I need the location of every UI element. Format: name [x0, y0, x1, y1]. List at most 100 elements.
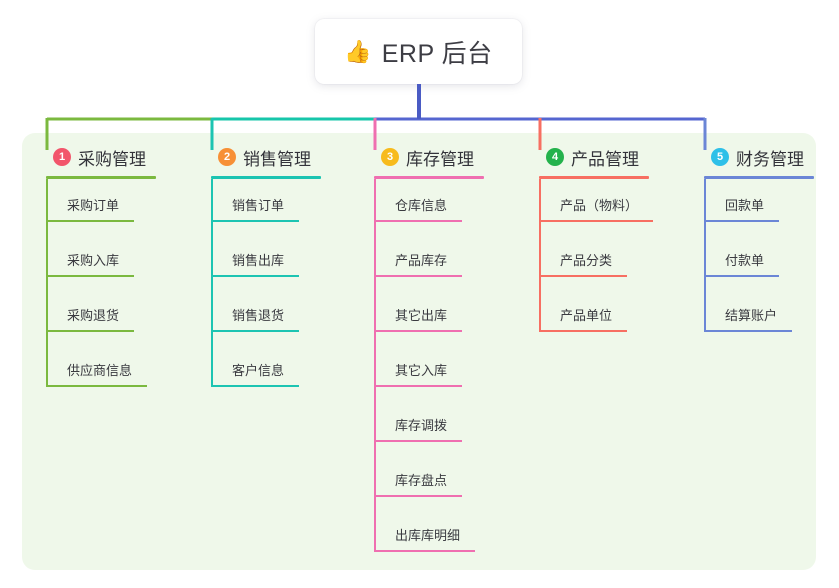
list-item-label: 销售退货	[232, 308, 285, 323]
column-spine-4	[539, 179, 541, 330]
column-spine-1	[46, 179, 48, 385]
thumbs-up-icon: 👍	[344, 38, 372, 64]
column-spine-3	[374, 179, 376, 550]
column-header-1[interactable]: 1 采购管理	[36, 145, 156, 169]
list-item-label: 客户信息	[232, 363, 285, 378]
list-item[interactable]: 采购订单	[36, 179, 156, 234]
list-item-label: 产品单位	[560, 308, 613, 323]
list-item-rule	[211, 330, 299, 332]
list-item[interactable]: 产品（物料）	[529, 179, 653, 234]
column-rule-3	[374, 176, 484, 179]
column-rule-4	[539, 176, 649, 179]
list-item-rule	[46, 275, 134, 277]
root-node-content: 👍 ERP 后台	[344, 34, 492, 70]
column-badge-4: 4	[546, 148, 564, 166]
list-item[interactable]: 销售退货	[201, 289, 321, 344]
list-item[interactable]: 其它入库	[364, 344, 484, 399]
column-header-3[interactable]: 3 库存管理	[364, 145, 484, 169]
column-rule-5	[704, 176, 814, 179]
column-badge-3: 3	[381, 148, 399, 166]
list-item[interactable]: 采购退货	[36, 289, 156, 344]
list-item[interactable]: 其它出库	[364, 289, 484, 344]
list-item-rule	[46, 220, 134, 222]
list-item-label: 销售订单	[232, 198, 285, 213]
list-item-rule	[374, 440, 462, 442]
list-item-label: 其它入库	[395, 363, 448, 378]
list-item-rule	[374, 385, 462, 387]
list-item-label: 回款单	[725, 198, 765, 213]
list-item-rule	[704, 275, 779, 277]
list-item-label: 产品（物料）	[560, 198, 639, 213]
list-item-rule	[374, 550, 475, 552]
column-title-1: 采购管理	[78, 149, 146, 169]
list-item[interactable]: 回款单	[694, 179, 814, 234]
list-item-label: 出库库明细	[395, 528, 461, 543]
list-item-rule	[374, 220, 462, 222]
column-2: 2 销售管理销售订单销售出库销售退货客户信息	[201, 145, 321, 399]
column-items-1: 采购订单采购入库采购退货供应商信息	[36, 179, 156, 399]
list-item[interactable]: 销售订单	[201, 179, 321, 234]
list-item-rule	[46, 385, 147, 387]
list-item-rule	[374, 495, 462, 497]
list-item[interactable]: 客户信息	[201, 344, 321, 399]
list-item[interactable]: 产品分类	[529, 234, 649, 289]
list-item-label: 库存盘点	[395, 473, 448, 488]
column-rule-2	[211, 176, 321, 179]
list-item-label: 采购订单	[67, 198, 120, 213]
list-item-label: 产品库存	[395, 253, 448, 268]
list-item-rule	[704, 330, 792, 332]
column-spine-2	[211, 179, 213, 385]
list-item-label: 库存调拨	[395, 418, 448, 433]
list-item[interactable]: 结算账户	[694, 289, 814, 344]
column-badge-1: 1	[53, 148, 71, 166]
list-item-rule	[211, 220, 299, 222]
column-badge-5: 5	[711, 148, 729, 166]
list-item[interactable]: 销售出库	[201, 234, 321, 289]
column-3: 3 库存管理仓库信息产品库存其它出库其它入库库存调拨库存盘点出库库明细	[364, 145, 484, 564]
list-item[interactable]: 付款单	[694, 234, 814, 289]
list-item-label: 结算账户	[725, 308, 778, 323]
list-item[interactable]: 产品库存	[364, 234, 484, 289]
column-1: 1 采购管理采购订单采购入库采购退货供应商信息	[36, 145, 156, 399]
list-item-rule	[539, 275, 627, 277]
list-item[interactable]: 库存盘点	[364, 454, 484, 509]
diagram-panel	[22, 133, 816, 570]
column-title-3: 库存管理	[406, 149, 474, 169]
column-title-4: 产品管理	[571, 149, 639, 169]
column-title-2: 销售管理	[243, 149, 311, 169]
list-item-rule	[374, 275, 462, 277]
list-item[interactable]: 产品单位	[529, 289, 649, 344]
column-items-2: 销售订单销售出库销售退货客户信息	[201, 179, 321, 399]
list-item[interactable]: 出库库明细	[364, 509, 484, 564]
column-rule-1	[46, 176, 156, 179]
list-item[interactable]: 供应商信息	[36, 344, 156, 399]
list-item-rule	[704, 220, 779, 222]
root-node-title: ERP 后台	[381, 39, 493, 68]
list-item-label: 付款单	[725, 253, 765, 268]
column-4: 4 产品管理产品（物料） 产品分类产品单位	[529, 145, 653, 344]
list-item-label: 仓库信息	[395, 198, 448, 213]
list-item-rule	[46, 330, 134, 332]
column-items-4: 产品（物料） 产品分类产品单位	[529, 179, 653, 344]
column-items-3: 仓库信息产品库存其它出库其它入库库存调拨库存盘点出库库明细	[364, 179, 484, 564]
list-item-label: 采购入库	[67, 253, 120, 268]
column-items-5: 回款单付款单结算账户	[694, 179, 814, 344]
list-item-label: 供应商信息	[67, 363, 133, 378]
list-item-rule	[539, 330, 627, 332]
column-badge-2: 2	[218, 148, 236, 166]
column-header-4[interactable]: 4 产品管理	[529, 145, 649, 169]
list-item[interactable]: 采购入库	[36, 234, 156, 289]
list-item-rule	[539, 220, 653, 222]
list-item-label: 采购退货	[67, 308, 120, 323]
list-item-label: 销售出库	[232, 253, 285, 268]
list-item-label: 产品分类	[560, 253, 613, 268]
column-header-2[interactable]: 2 销售管理	[201, 145, 321, 169]
list-item[interactable]: 库存调拨	[364, 399, 484, 454]
list-item-rule	[211, 385, 299, 387]
root-node-card[interactable]: 👍 ERP 后台	[315, 19, 522, 84]
list-item-rule	[374, 330, 462, 332]
list-item[interactable]: 仓库信息	[364, 179, 484, 234]
